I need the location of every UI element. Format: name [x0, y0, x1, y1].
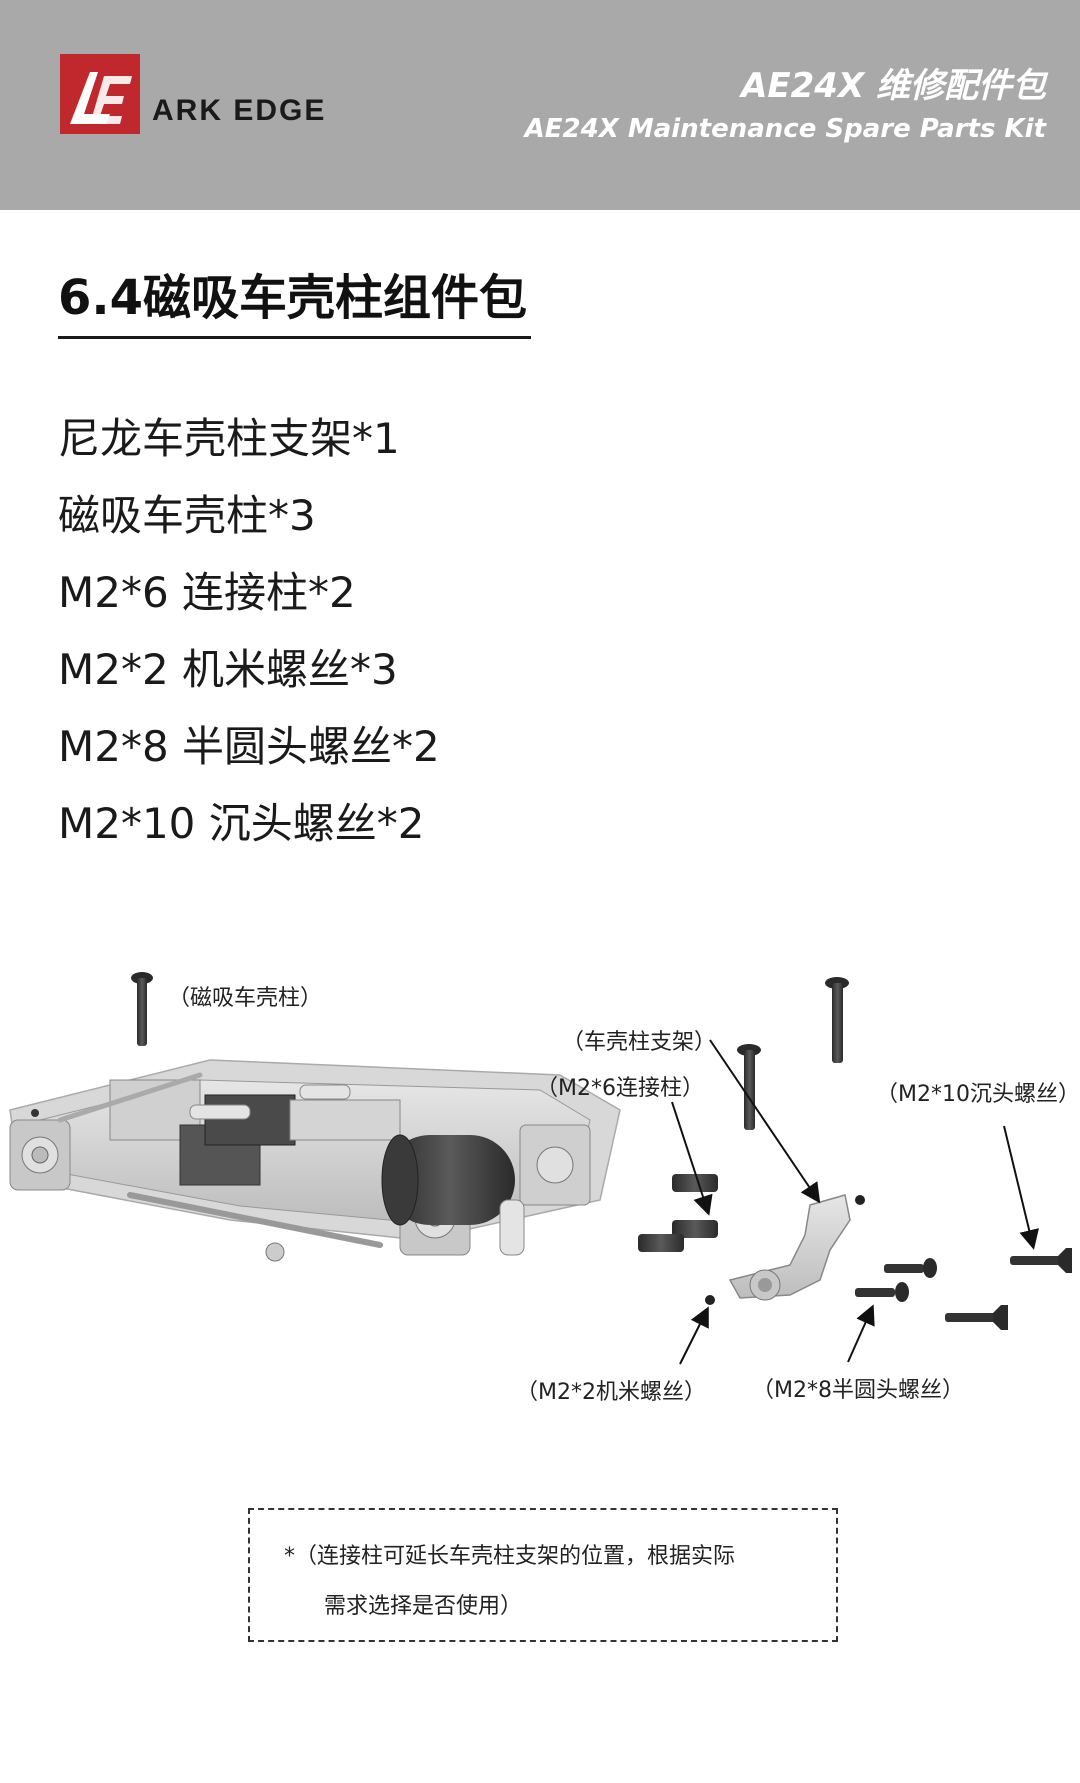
- label-countersunk: （M2*10沉头螺丝）: [876, 1082, 1080, 1107]
- parts-list: 尼龙车壳柱支架*1 磁吸车壳柱*3 M2*6 连接柱*2 M2*2 机米螺丝*3…: [58, 400, 440, 862]
- motor: [381, 1134, 515, 1226]
- body-post-bracket: [728, 1194, 851, 1301]
- bracket-leader-arrow: [709, 1039, 821, 1204]
- button-head-screw: [855, 1282, 909, 1302]
- set-screw-leader-arrow: [679, 1306, 709, 1365]
- connector-leader-arrow: [671, 1101, 713, 1216]
- chassis-illustration: [9, 972, 1072, 1365]
- countersunk-leader-arrow: [1003, 1125, 1039, 1250]
- brand-name: ARK EDGE: [152, 94, 327, 127]
- exploded-parts-diagram: （磁吸车壳柱） （车壳柱支架） （M2*6连接柱） （M2*10沉头螺丝） （M…: [0, 950, 1080, 1420]
- list-item: M2*10 沉头螺丝*2: [58, 799, 425, 848]
- list-item: M2*8 半圆头螺丝*2: [58, 722, 440, 771]
- countersunk-screw: [945, 1305, 1008, 1330]
- note-line: *（连接柱可延长车壳柱支架的位置，根据实际: [284, 1544, 736, 1569]
- magnetic-body-post: [825, 977, 849, 1063]
- button-head-screw: [884, 1258, 937, 1278]
- connector-post: [638, 1174, 718, 1252]
- kit-title-chinese: AE24X 维修配件包: [741, 66, 1046, 106]
- label-bracket: （车壳柱支架）: [562, 1030, 717, 1055]
- chassis-body: [9, 1059, 621, 1262]
- magnetic-body-post: [737, 1044, 761, 1130]
- label-connector: （M2*6连接柱）: [536, 1076, 704, 1101]
- section-divider: [58, 336, 531, 339]
- countersunk-screw: [1010, 1248, 1072, 1273]
- header-banner: ARK EDGE AE24X 维修配件包 AE24X Maintenance S…: [0, 0, 1080, 210]
- ark-edge-logo-icon: [60, 54, 140, 134]
- list-item: M2*2 机米螺丝*3: [58, 645, 398, 694]
- section-title: 6.4磁吸车壳柱组件包: [58, 270, 528, 326]
- button-head-leader-arrow: [847, 1304, 875, 1363]
- list-item: M2*6 连接柱*2: [58, 568, 356, 617]
- list-item: 磁吸车壳柱*3: [58, 491, 316, 540]
- set-screw: [855, 1195, 865, 1205]
- magnetic-body-post: [131, 972, 153, 1046]
- note-line: 需求选择是否使用）: [324, 1594, 523, 1619]
- label-magnetic-post: （磁吸车壳柱）: [168, 986, 323, 1011]
- list-item: 尼龙车壳柱支架*1: [58, 414, 400, 463]
- label-set-screw: （M2*2机米螺丝）: [516, 1380, 706, 1405]
- label-button-head: （M2*8半圆头螺丝）: [752, 1378, 964, 1403]
- kit-title-english: AE24X Maintenance Spare Parts Kit: [524, 114, 1046, 144]
- set-screw: [705, 1295, 715, 1305]
- usage-note: *（连接柱可延长车壳柱支架的位置，根据实际 需求选择是否使用）: [248, 1508, 838, 1642]
